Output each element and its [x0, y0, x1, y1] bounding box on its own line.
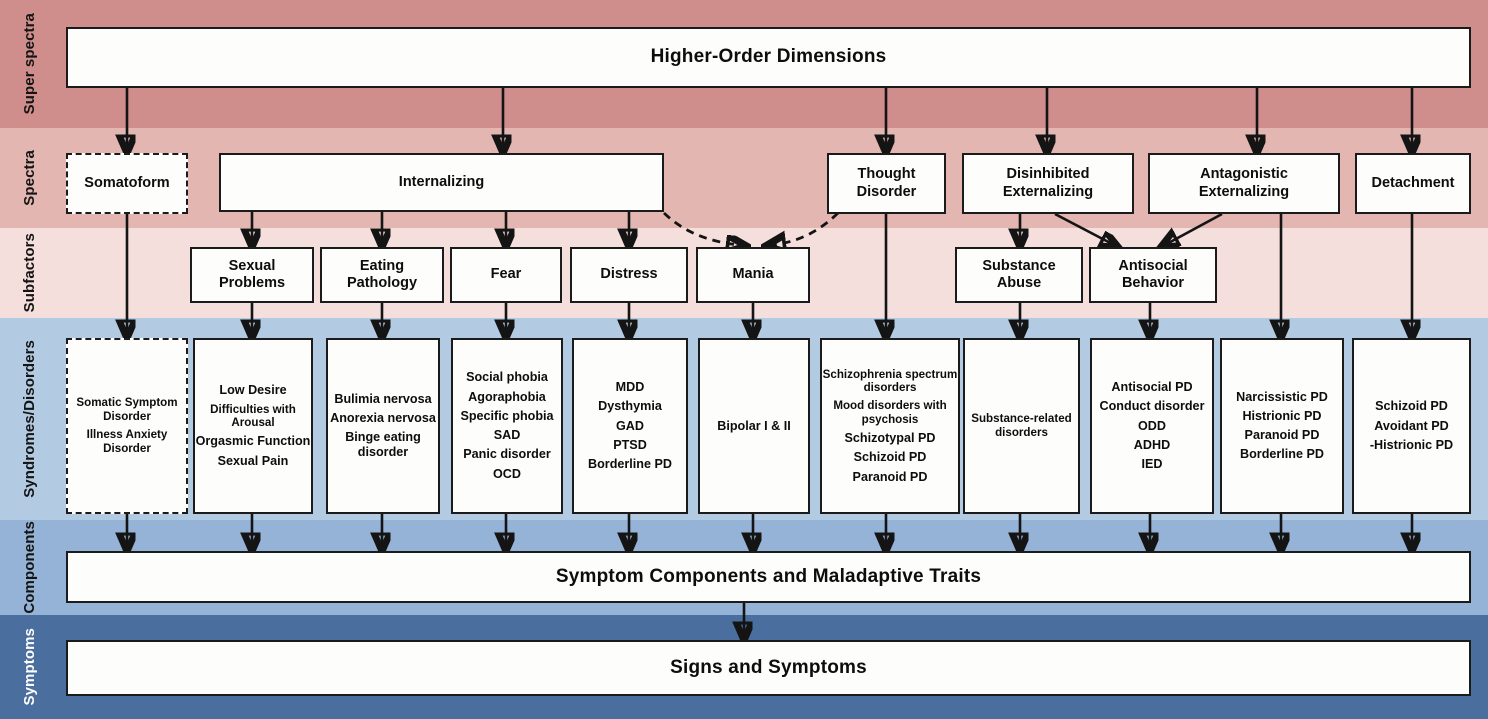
syndrome-item: MDD [615, 380, 645, 395]
syndrome-item: Specific phobia [460, 408, 554, 423]
syndrome-item: Avoidant PD [1374, 418, 1449, 433]
syndrome-item: Illness Anxiety Disorder [86, 428, 168, 455]
somatoform-label: Somatoform [84, 174, 170, 191]
syndrome-item: Orgasmic Function [195, 434, 311, 449]
syndrome-item: Paranoid PD [1244, 428, 1320, 443]
syndrome-item: Antisocial PD [1111, 380, 1193, 395]
syndrome-item: -Histrionic PD [1369, 437, 1454, 452]
node-detachment-syndromes[interactable]: Schizoid PD Avoidant PD -Histrionic PD [1352, 338, 1471, 514]
syndrome-item: Conduct disorder [1099, 399, 1205, 414]
syndrome-item: Binge eating disorder [345, 430, 421, 460]
node-symptom-components[interactable]: Symptom Components and Maladaptive Trait… [66, 551, 1471, 603]
node-distress[interactable]: Distress [570, 247, 688, 303]
node-detachment[interactable]: Detachment [1355, 153, 1471, 214]
syndrome-item: Borderline PD [1240, 447, 1324, 462]
syndrome-item: Agoraphobia [468, 389, 546, 404]
syndrome-item: IED [1141, 457, 1163, 472]
syndrome-item: Bulimia nervosa [334, 391, 432, 406]
node-signs-and-symptoms[interactable]: Signs and Symptoms [66, 640, 1471, 696]
syndrome-item: Difficulties with Arousal [210, 402, 296, 430]
syndrome-item: PTSD [613, 437, 647, 452]
syndrome-item: ODD [1138, 418, 1166, 433]
syndrome-item: Panic disorder [463, 447, 551, 462]
syndrome-item: Substance-related disorders [971, 412, 1072, 439]
syndrome-item: Low Desire [219, 383, 287, 398]
signs-and-symptoms-label: Signs and Symptoms [670, 656, 867, 678]
syndrome-item: Schizotypal PD [844, 431, 936, 446]
syndrome-item: Schizoid PD [853, 450, 927, 465]
node-internalizing[interactable]: Internalizing [219, 153, 664, 212]
syndrome-item: Social phobia [466, 370, 548, 385]
syndrome-item: Mood disorders with psychosis [833, 399, 947, 426]
node-mania[interactable]: Mania [696, 247, 810, 303]
distress-label: Distress [600, 266, 658, 283]
syndrome-item: Dysthymia [598, 399, 662, 414]
higher-order-dimensions-label: Higher-Order Dimensions [650, 46, 887, 68]
syndrome-item: SAD [493, 428, 521, 443]
detachment-label: Detachment [1371, 174, 1455, 191]
node-antagonistic-syndromes[interactable]: Narcissistic PD Histrionic PD Paranoid PD B… [1220, 338, 1344, 514]
syndrome-item: GAD [616, 418, 644, 433]
syndrome-item: Histrionic PD [1242, 408, 1322, 423]
syndrome-item: Borderline PD [588, 457, 672, 472]
node-mania-syndromes[interactable]: Bipolar I & II [698, 338, 810, 514]
syndrome-item: Bipolar I & II [717, 418, 791, 433]
syndrome-item: ADHD [1133, 437, 1171, 452]
symptom-components-label: Symptom Components and Maladaptive Trait… [555, 565, 982, 587]
syndrome-item: OCD [493, 466, 521, 481]
node-higher-order-dimensions[interactable]: Higher-Order Dimensions [66, 27, 1471, 88]
syndrome-item: Schizoid PD [1375, 399, 1448, 414]
syndrome-item: Anorexia nervosa [330, 411, 436, 426]
syndrome-item: Sexual Pain [217, 453, 289, 468]
node-somatoform[interactable]: Somatoform [66, 153, 188, 214]
fear-label: Fear [490, 266, 522, 283]
node-substance-abuse-syndromes[interactable]: Substance-related disorders [963, 338, 1080, 514]
mania-label: Mania [732, 266, 774, 283]
syndrome-item: Narcissistic PD [1236, 389, 1328, 404]
internalizing-label: Internalizing [398, 173, 485, 190]
syndrome-item: Paranoid PD [852, 469, 928, 484]
syndrome-item: Somatic Symptom Disorder [76, 396, 178, 424]
syndrome-item: Schizophrenia spectrum disorders [822, 367, 958, 395]
node-fear[interactable]: Fear [450, 247, 562, 303]
